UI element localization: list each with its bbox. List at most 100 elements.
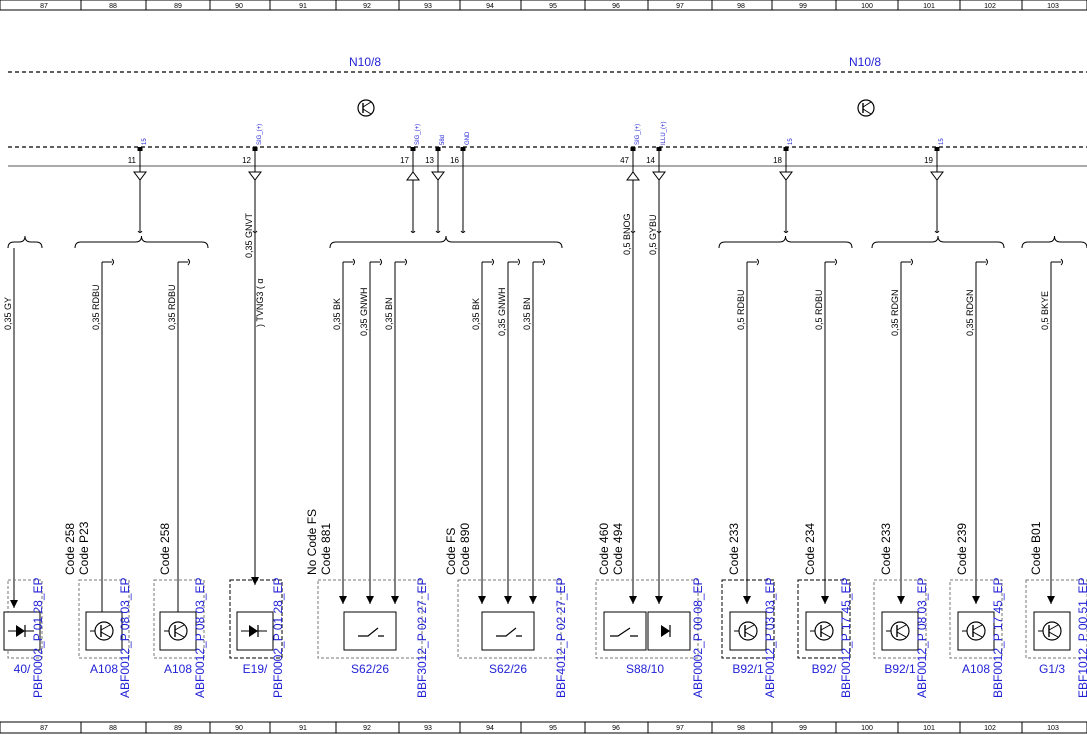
transistor-collector <box>100 624 111 631</box>
wire-arrow-icon <box>897 596 905 604</box>
ruler-cell-label: 100 <box>861 725 873 732</box>
wire: 0,35 GNWH <box>359 258 382 604</box>
component-ref: BBF0012_P 17 45_EP <box>839 577 853 698</box>
arrow-down-icon <box>133 171 147 181</box>
ruler-cell-label: 94 <box>486 3 494 10</box>
transistor-emitter <box>744 631 755 638</box>
wire-break-icon <box>111 258 114 266</box>
wire-arrow-icon <box>529 596 537 604</box>
ruler-cell-label: 92 <box>363 725 371 732</box>
transistor-collector <box>174 624 185 631</box>
ruler-cell-label: 101 <box>923 3 935 10</box>
transistor-collector <box>820 624 831 631</box>
transistor-emitter <box>896 631 907 638</box>
wire-break-icon <box>910 258 913 266</box>
wire-break-icon <box>379 258 382 266</box>
component-code: Code 494 <box>611 523 625 575</box>
wire-arrow-icon <box>478 596 486 604</box>
component-code: Code 460 <box>597 523 611 575</box>
wire: 0,5 GYBU <box>648 180 663 604</box>
pin-number: 16 <box>450 156 459 165</box>
wire-label: 0,35 BK <box>471 298 481 330</box>
wire-arrow-icon <box>391 596 399 604</box>
component-frame <box>1025 579 1087 659</box>
pin-number: 19 <box>924 156 933 165</box>
harness-brace <box>1021 235 1087 249</box>
component-name: A108 <box>90 662 118 676</box>
ruler-cell-label: 96 <box>612 3 620 10</box>
arrow-down-icon <box>431 171 445 181</box>
component-name: A108 <box>164 662 192 676</box>
wire-arrow-icon <box>504 596 512 604</box>
transistor-icon <box>357 99 375 117</box>
ruler-cell-label: 91 <box>299 725 307 732</box>
component-name: A108 <box>962 662 990 676</box>
component-frame <box>797 579 851 659</box>
pin-terminal <box>410 147 416 151</box>
pin-signal-label: SIG_(+) <box>635 124 641 145</box>
transistor-icon <box>857 99 875 117</box>
wire-label: 0,35 RDBU <box>91 284 101 330</box>
pin-terminal <box>252 147 258 151</box>
component-code: No Code FS <box>305 509 319 575</box>
switch-icon <box>610 627 638 637</box>
component-frame <box>873 579 927 659</box>
transistor-collector <box>362 101 372 108</box>
component-ref: ABF0012_P 08 03_EP <box>915 577 929 698</box>
component-code: Code 258 <box>158 523 172 575</box>
wire-arrow-icon <box>629 596 637 604</box>
ruler-cell-label: 93 <box>424 725 432 732</box>
wire: 0,35 BN <box>522 258 545 604</box>
pin-terminal <box>656 147 662 151</box>
component-code: Code 890 <box>458 523 472 575</box>
pin-number: 47 <box>620 156 629 165</box>
wire-break-icon <box>756 258 759 266</box>
wire-label: 0,35 RDBU <box>167 284 177 330</box>
wire-break-icon <box>517 258 520 266</box>
component-ref: BBF0012_P 17 45_EP <box>991 577 1005 698</box>
ruler-cell-label: 100 <box>861 3 873 10</box>
switch-box <box>481 611 535 651</box>
ruler-cell-label: 102 <box>984 725 996 732</box>
pin-signal-label: 15 <box>142 138 148 145</box>
wire-break-icon <box>137 230 143 233</box>
pin-terminal <box>435 147 441 151</box>
module-label-left: N10/8 <box>349 55 381 69</box>
transistor-emitter <box>362 108 372 115</box>
ruler-cell-label: 97 <box>676 725 684 732</box>
pin-number: 14 <box>646 156 655 165</box>
pin-terminal <box>460 147 466 151</box>
ruler-cell-label: 93 <box>424 3 432 10</box>
component-ref: BBF3012_P 02 27_EP <box>415 577 429 698</box>
ruler-cell-label: 87 <box>40 3 48 10</box>
component-code: Code 233 <box>727 523 741 575</box>
wire-label: 0,5 GYBU <box>648 214 658 255</box>
wire-label: 0,35 GY <box>3 297 13 330</box>
ruler-cell-label: 95 <box>549 725 557 732</box>
component-name: B92/1 <box>884 662 916 676</box>
pin-terminal <box>630 147 636 151</box>
wire: 0,5 BKYE <box>1040 258 1063 604</box>
switch-icon <box>358 627 384 637</box>
transistor-collector <box>744 624 755 631</box>
ruler-cell-label: 94 <box>486 725 494 732</box>
harness-brace <box>329 235 563 249</box>
wire-break-icon <box>934 230 940 233</box>
ruler-cell-label: 90 <box>235 3 243 10</box>
ruler-cell-label: 88 <box>109 3 117 10</box>
pin-number: 17 <box>400 156 409 165</box>
harness-brace <box>74 235 209 249</box>
transistor-emitter <box>100 631 111 638</box>
pin-signal-label: SIG_(+) <box>257 124 263 145</box>
wire-label: 0,35 GNWH <box>497 287 507 336</box>
